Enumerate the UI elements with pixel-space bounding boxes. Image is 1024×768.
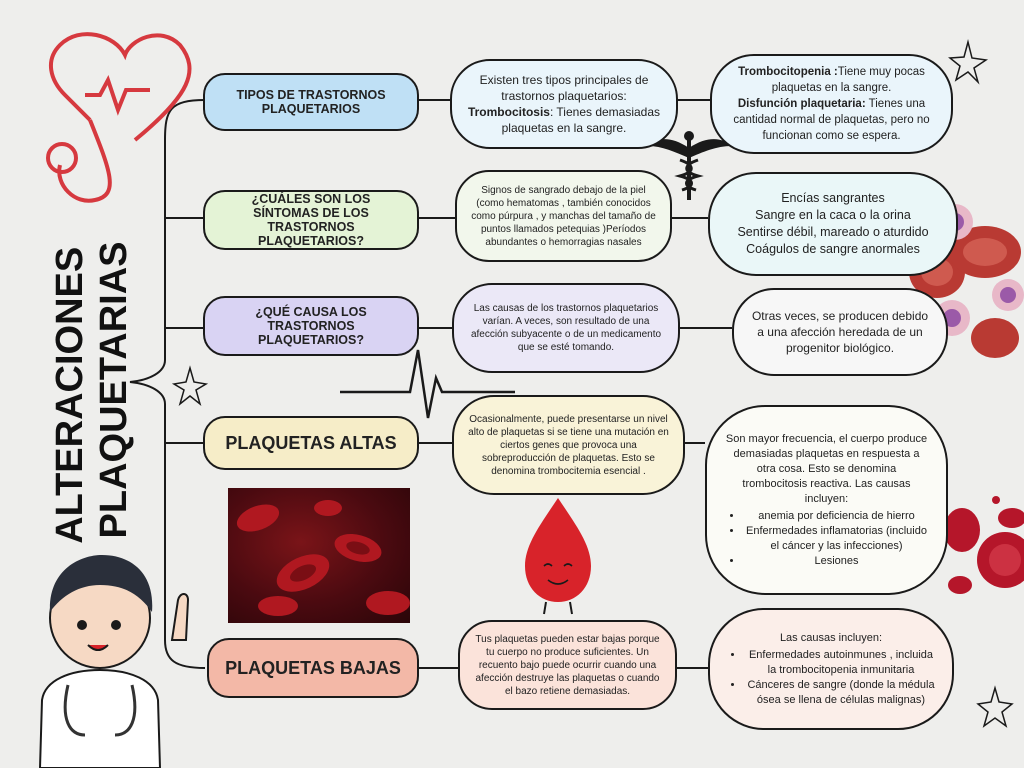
bajas-intro: Las causas incluyen: <box>779 631 883 644</box>
topic-bajas: PLAQUETAS BAJAS <box>207 638 419 698</box>
tipos-t2-name: Trombocitopenia : <box>738 66 838 78</box>
tipos-intro: Existen tres tipos principales de trasto… <box>479 73 649 103</box>
tipos-t2-desc: Tiene muy pocas plaquetas en la sangre. <box>771 66 925 94</box>
blood-drop-icon <box>525 498 591 615</box>
main-title-text: ALTERACIONES PLAQUETARIAS <box>49 236 135 544</box>
sintomas-info: Signos de sangrado debajo de la piel (co… <box>455 170 672 262</box>
tipos-t3-name: Disfunción plaquetaria: <box>737 98 866 110</box>
heart-stethoscope-icon <box>46 32 192 203</box>
star-icon <box>948 39 989 85</box>
sintoma-item: Coágulos de sangre anormales <box>746 242 920 256</box>
altas-extra: Son mayor frecuencia, el cuerpo produce … <box>705 405 948 595</box>
star-icon <box>171 365 209 407</box>
altas-cause-item: anemia por deficiencia de hierro <box>743 509 930 524</box>
topic-sintomas: ¿CUÁLES SON LOS SÍNTOMAS DE LOS TRASTORN… <box>203 190 419 250</box>
tipos-extra: Trombocitopenia :Tiene muy pocas plaquet… <box>710 54 953 154</box>
tipos-t1-desc: : Tienes demasiadas plaquetas en la sang… <box>501 105 661 135</box>
causa-extra: Otras veces, se producen debido a una af… <box>732 288 948 376</box>
tipos-t3-desc: Tienes una cantidad normal de plaquetas,… <box>733 98 930 142</box>
topic-causa: ¿QUÉ CAUSA LOS TRASTORNOS PLAQUETARIOS? <box>203 296 419 356</box>
star-icon <box>976 685 1014 728</box>
tipos-t1-name: Trombocitosis <box>467 105 550 119</box>
topic-altas: PLAQUETAS ALTAS <box>203 416 419 470</box>
bajas-cause-item: Enfermedades autoinmunes , incluida la t… <box>744 648 938 678</box>
blood-cells-photo <box>228 488 410 623</box>
tipos-info: Existen tres tipos principales de trasto… <box>450 59 678 149</box>
sintomas-list: Encías sangrantes Sangre en la caca o la… <box>708 172 958 276</box>
causa-info: Las causas de los trastornos plaquetario… <box>452 283 680 373</box>
main-title: ALTERACIONES PLAQUETARIAS <box>42 235 138 545</box>
sintoma-item: Sentirse débil, mareado o aturdido <box>737 225 929 239</box>
sintoma-item: Sangre en la caca o la orina <box>755 208 911 222</box>
blood-cells-image <box>236 500 410 616</box>
sintoma-item: Encías sangrantes <box>781 191 885 205</box>
altas-info: Ocasionalmente, puede presentarse un niv… <box>452 395 685 495</box>
bajas-info: Tus plaquetas pueden estar bajas porque … <box>458 620 677 710</box>
bajas-cause-item: Cánceres de sangre (donde la médula ósea… <box>744 678 938 708</box>
doctor-icon <box>38 555 190 768</box>
altas-cause-item: Enfermedades inflamatorias (incluido el … <box>743 524 930 554</box>
altas-extra-text: Son mayor frecuencia, el cuerpo produce … <box>725 432 928 505</box>
altas-cause-item: Lesiones <box>743 554 930 569</box>
topic-tipos: TIPOS DE TRASTORNOS PLAQUETARIOS <box>203 73 419 131</box>
bajas-extra: Las causas incluyen: Enfermedades autoin… <box>708 608 954 730</box>
caduceus-icon <box>648 131 732 200</box>
